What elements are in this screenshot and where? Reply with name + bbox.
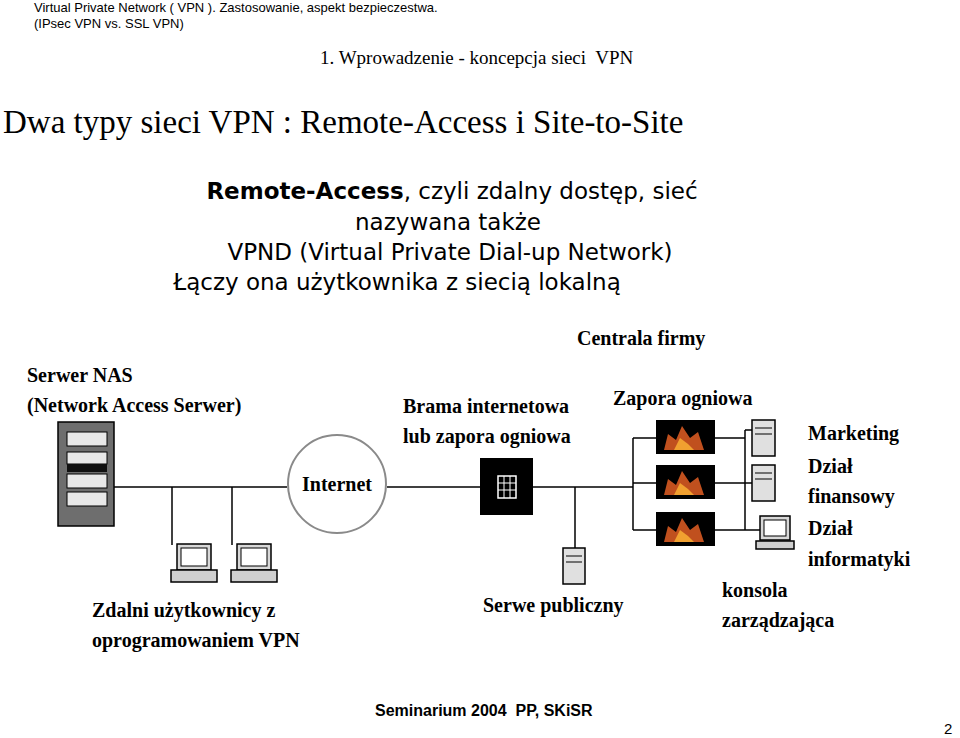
header-text: (IPsec VPN vs. SSL VPN) [34, 17, 184, 32]
diagram-label: (Network Access Serwer) [27, 394, 241, 417]
footer-text: Seminarium 2004 PP, SKiSR [375, 702, 593, 720]
diagram-label: zarządzająca [722, 609, 834, 632]
body-text: Remote-Access [206, 178, 403, 204]
laptop [231, 544, 277, 582]
laptop [171, 544, 217, 582]
page-number: 2 [944, 720, 952, 737]
diagram-label: Marketing [808, 422, 899, 445]
body-text: VPND (Virtual Private Dial-up Network) [227, 239, 672, 265]
header-text: Virtual Private Network ( VPN ). Zastoso… [34, 1, 438, 16]
nas-server [58, 422, 114, 526]
firewall-icon [656, 512, 715, 546]
diagram-label: Dział [808, 517, 852, 540]
public-server [563, 548, 585, 584]
department-servers [752, 420, 794, 549]
slide-title: Dwa typy sieci VPN : Remote-Access i Sit… [3, 104, 683, 142]
diagram-label: konsola [722, 579, 788, 602]
body-text: Łączy ona użytkownika z siecią lokalną [173, 269, 621, 295]
diagram-label: lub zapora ogniowa [403, 425, 571, 448]
body-text: nazywana także [355, 209, 541, 235]
section-heading: 1. Wprowadzenie - koncepcja sieci VPN [320, 47, 633, 69]
diagram-label: Brama internetowa [403, 395, 569, 418]
diagram-label: informatyki [808, 548, 910, 571]
internet-circle: Internet [287, 434, 387, 534]
diagram-label: oprogramowaniem VPN [92, 629, 300, 652]
diagram-label: Centrala firmy [577, 327, 705, 350]
firewall-icon [656, 465, 715, 499]
diagram-label: finansowy [808, 485, 895, 508]
firewall-icon [656, 420, 715, 454]
diagram-label: Serwe publiczny [483, 594, 624, 617]
gateway-firewall [480, 458, 533, 515]
body-text: , czyli zdalny dostęp, sieć [404, 178, 698, 204]
diagram-label: Zapora ogniowa [613, 387, 752, 410]
node-text: Internet [302, 473, 372, 496]
diagram-label: Dział [808, 455, 852, 478]
diagram-label: Serwer NAS [27, 364, 133, 387]
diagram-label: Zdalni użytkownicy z [92, 599, 275, 622]
firewall-icons [656, 420, 715, 546]
